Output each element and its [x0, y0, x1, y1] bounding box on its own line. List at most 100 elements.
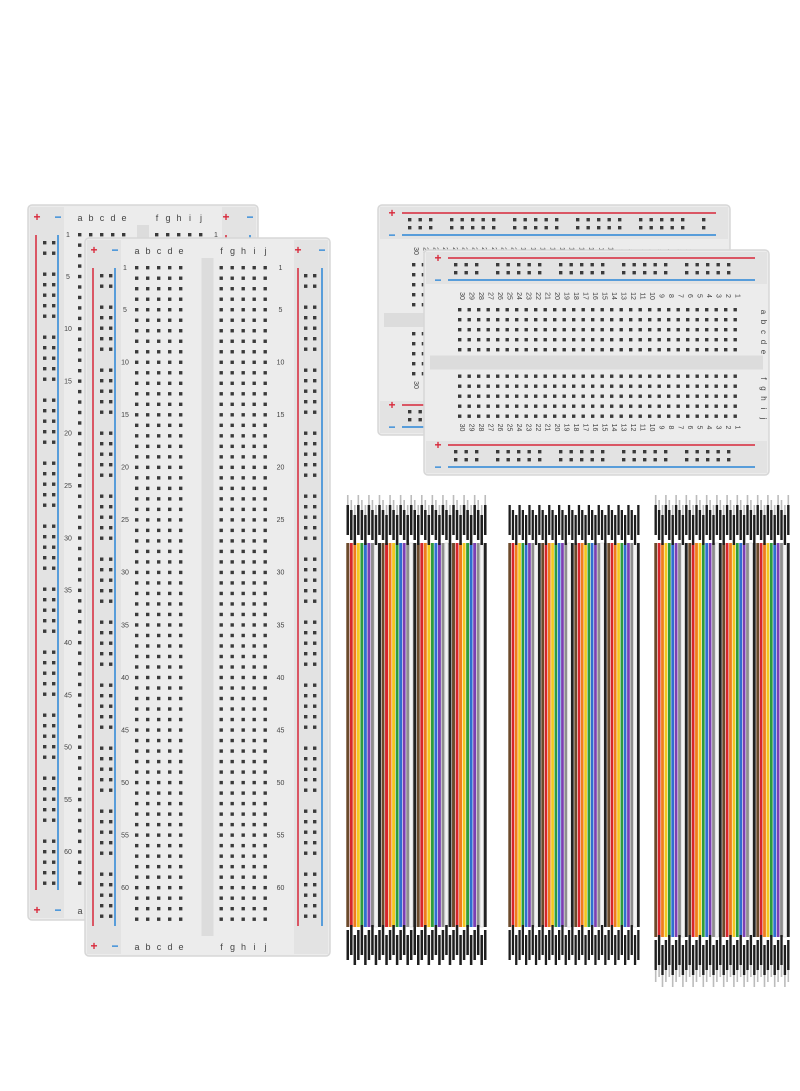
terminal-hole	[146, 308, 150, 312]
terminal-hole	[591, 328, 595, 332]
jumper-wire	[708, 543, 712, 937]
rail-hole	[313, 557, 317, 561]
wire-connector	[538, 930, 541, 960]
terminal-hole	[241, 770, 245, 774]
connector-pin	[692, 975, 694, 987]
terminal-hole	[219, 497, 223, 501]
terminal-hole	[572, 384, 576, 388]
wire-connector	[712, 945, 715, 975]
connector-pin	[463, 495, 465, 505]
terminal-hole	[146, 497, 150, 501]
wire-connector	[438, 935, 441, 965]
terminal-hole	[263, 329, 267, 333]
rail-hole	[52, 241, 56, 245]
terminal-hole	[581, 374, 585, 378]
terminal-hole	[157, 906, 161, 911]
terminal-hole	[146, 350, 150, 354]
wire-connector	[508, 930, 511, 960]
terminal-hole	[146, 623, 150, 627]
connector-pin	[777, 495, 779, 505]
terminal-hole	[230, 770, 234, 774]
rail-hole	[643, 450, 647, 454]
row-number: 45	[64, 692, 72, 699]
terminal-hole	[263, 791, 267, 795]
jumper-wire	[409, 542, 413, 928]
terminal-hole	[676, 414, 680, 418]
terminal-hole	[619, 384, 623, 388]
rail-hole	[100, 820, 104, 824]
wire-connector	[406, 935, 409, 965]
connector-pin	[743, 505, 745, 515]
terminal-hole	[179, 822, 183, 827]
terminal-hole	[543, 348, 547, 352]
rail-hole	[313, 368, 317, 372]
rail-hole	[109, 379, 113, 383]
wire-connector	[594, 935, 597, 965]
terminal-hole	[168, 528, 172, 533]
terminal-hole	[168, 917, 172, 921]
terminal-hole	[230, 612, 234, 617]
jumper-wire	[480, 542, 484, 928]
terminal-hole	[241, 413, 245, 417]
terminal-hole	[168, 717, 172, 722]
wire-connector	[395, 515, 399, 545]
rail-hole	[43, 745, 47, 749]
terminal-hole	[534, 318, 538, 322]
terminal-hole	[252, 738, 256, 743]
terminal-hole	[486, 414, 490, 418]
terminal-hole	[686, 394, 690, 398]
terminal-hole	[179, 518, 183, 522]
rail-hole	[695, 458, 699, 462]
column-letter: b	[88, 213, 93, 223]
terminal-hole	[241, 381, 245, 385]
terminal-hole	[78, 389, 82, 394]
terminal-hole	[241, 675, 245, 680]
connector-pin	[736, 495, 739, 505]
connector-pin	[424, 500, 427, 510]
wire-connector	[674, 505, 678, 535]
rail-hole	[313, 337, 317, 341]
rail-hole	[109, 389, 113, 393]
wire-connector	[681, 945, 685, 975]
terminal-hole	[252, 528, 256, 533]
rail-hole	[643, 458, 647, 462]
column-number: 28	[477, 424, 484, 432]
terminal-hole	[135, 833, 139, 837]
terminal-hole	[252, 675, 256, 680]
wire-connector	[554, 515, 557, 545]
terminal-hole	[78, 536, 82, 540]
connector-pin	[722, 505, 725, 515]
rail-hole	[304, 473, 308, 477]
rail-hole	[622, 271, 626, 275]
rail-hole	[313, 809, 317, 813]
plus-sign: +	[90, 243, 97, 257]
terminal-hole	[467, 328, 471, 332]
wire-connector	[353, 935, 357, 965]
terminal-hole	[600, 308, 604, 312]
rail-hole	[607, 226, 611, 230]
terminal-hole	[219, 759, 223, 764]
connector-pin	[763, 505, 766, 515]
rail-hole	[643, 271, 647, 275]
terminal-hole	[252, 885, 256, 890]
terminal-hole	[600, 384, 604, 388]
rail-hole	[52, 419, 56, 423]
terminal-hole	[135, 812, 139, 816]
wire-connector	[719, 510, 722, 540]
terminal-hole	[146, 402, 150, 407]
terminal-hole	[146, 728, 150, 732]
terminal-hole	[496, 404, 500, 408]
rail-hole	[304, 442, 308, 446]
terminal-hole	[252, 843, 256, 848]
terminal-hole	[263, 381, 267, 385]
rail-hole	[429, 226, 433, 230]
terminal-hole	[263, 843, 267, 848]
jumper-wire	[756, 543, 760, 937]
terminal-hole	[252, 696, 256, 701]
terminal-hole	[241, 486, 245, 491]
jumper-wire	[664, 543, 668, 937]
terminal-hole	[219, 812, 223, 816]
terminal-hole	[219, 707, 223, 711]
column-number: 28	[477, 292, 484, 300]
jumper-wire	[444, 542, 449, 928]
